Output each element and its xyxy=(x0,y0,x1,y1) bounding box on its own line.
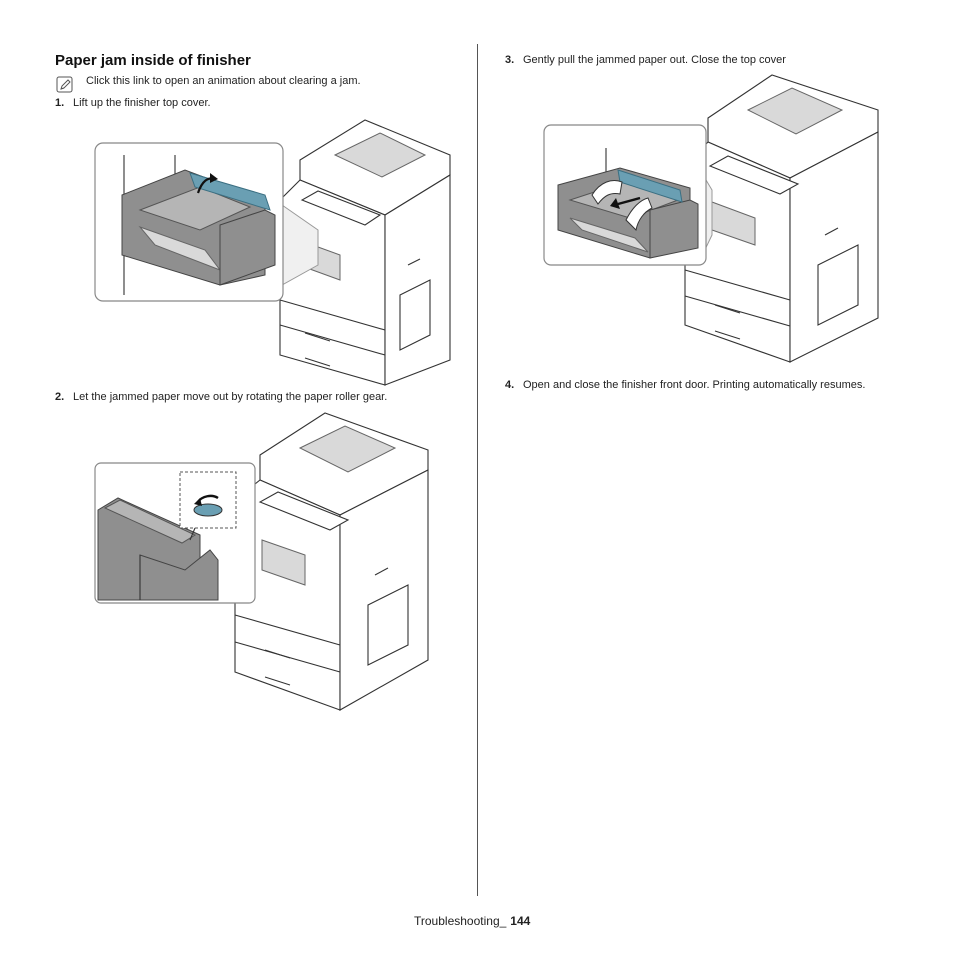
roller-gear-icon xyxy=(193,494,223,517)
printer-drawing xyxy=(279,119,451,386)
finisher-closeup xyxy=(121,155,276,295)
left-hand-icon xyxy=(591,180,623,205)
column-divider xyxy=(477,44,478,896)
footer-section: Troubleshooting_ xyxy=(414,914,507,928)
step-number: 2. xyxy=(55,391,65,403)
page-footer: Troubleshooting_144 xyxy=(414,914,530,928)
finisher-closeup xyxy=(97,497,219,601)
step-number: 1. xyxy=(55,97,65,109)
section-title: Paper jam inside of finisher xyxy=(55,52,251,69)
step-number: 3. xyxy=(505,54,515,66)
page-number: 144 xyxy=(510,914,531,928)
step-1: 1. Lift up the finisher top cover. xyxy=(55,97,211,109)
illustration-lift-top-cover xyxy=(94,119,451,386)
right-hand-icon xyxy=(625,197,653,232)
step-text: Gently pull the jammed paper out. Close … xyxy=(523,54,786,66)
printer-drawing xyxy=(234,412,429,711)
gear-detail-box xyxy=(179,471,237,529)
note-pencil-icon[interactable] xyxy=(56,76,74,94)
illustration-rotate-gear xyxy=(94,412,429,711)
step-4: 4. Open and close the finisher front door… xyxy=(505,379,865,391)
step-number: 4. xyxy=(505,379,515,391)
jammed-paper xyxy=(617,169,683,203)
step-3: 3. Gently pull the jammed paper out. Clos… xyxy=(505,54,786,66)
animation-link-text[interactable]: Click this link to open an animation abo… xyxy=(86,75,361,87)
finisher-closeup xyxy=(557,148,699,259)
step-2: 2. Let the jammed paper move out by rotat… xyxy=(55,391,387,403)
pull-arrow-icon xyxy=(617,196,641,206)
illustration-pull-paper xyxy=(543,74,879,363)
step-text: Let the jammed paper move out by rotatin… xyxy=(73,391,388,403)
step-text: Open and close the finisher front door. … xyxy=(523,379,866,391)
step-text: Lift up the finisher top cover. xyxy=(73,97,211,109)
printer-drawing xyxy=(684,74,879,363)
